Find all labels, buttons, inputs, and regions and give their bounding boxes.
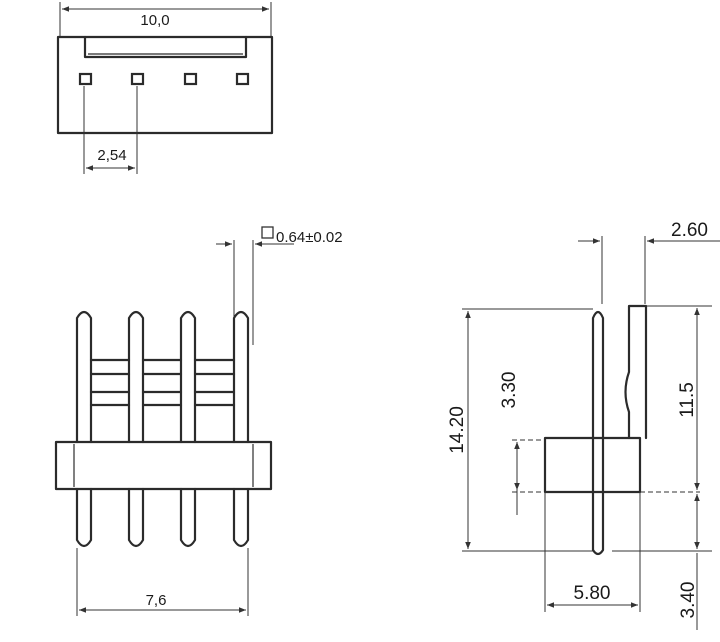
side-total-height-label: 14.20 bbox=[447, 406, 468, 454]
front-lower-pin-1 bbox=[75, 487, 93, 548]
top-width-label: 10,0 bbox=[140, 12, 169, 29]
side-lower-height-label: 3.40 bbox=[678, 582, 699, 619]
side-wall-latch bbox=[624, 304, 648, 440]
front-lower-pin-2 bbox=[127, 487, 145, 548]
front-rib-set-2 bbox=[141, 358, 183, 407]
top-view: 10,0 2,54 bbox=[56, 2, 274, 174]
square-symbol-icon bbox=[261, 226, 274, 239]
front-upper-pin-2 bbox=[127, 310, 145, 444]
front-rib-set-3 bbox=[193, 358, 236, 407]
top-pin-square-2 bbox=[130, 72, 145, 86]
side-pin bbox=[591, 310, 605, 556]
front-upper-pin-4 bbox=[232, 310, 250, 444]
top-pin-square-1 bbox=[78, 72, 93, 86]
front-rib-set-1 bbox=[89, 358, 131, 407]
top-pin-square-3 bbox=[183, 72, 198, 86]
front-span-label: 7,6 bbox=[146, 592, 167, 609]
top-pitch-label: 2,54 bbox=[97, 147, 126, 164]
side-thickness-label: 2.60 bbox=[671, 220, 708, 241]
top-housing-outline bbox=[56, 35, 274, 135]
front-lower-pin-3 bbox=[179, 487, 197, 548]
pin-size-label: 0.64±0.02 bbox=[276, 229, 343, 246]
front-upper-pin-1 bbox=[75, 310, 93, 444]
top-latch-slot bbox=[83, 35, 248, 59]
front-lower-pin-4 bbox=[232, 487, 250, 548]
front-upper-pin-3 bbox=[179, 310, 197, 444]
top-pin-square-4 bbox=[235, 72, 250, 86]
side-view: 2.60 14.20 3.30 11.5 5.80 bbox=[447, 220, 720, 630]
side-depth-label: 5.80 bbox=[574, 583, 611, 604]
side-body-height-label: 3.30 bbox=[499, 372, 520, 409]
front-base-block bbox=[54, 440, 273, 491]
side-upper-height-label: 11.5 bbox=[677, 382, 698, 418]
front-view: 0.64±0.02 7,6 bbox=[54, 226, 343, 616]
side-base-block bbox=[543, 436, 642, 494]
